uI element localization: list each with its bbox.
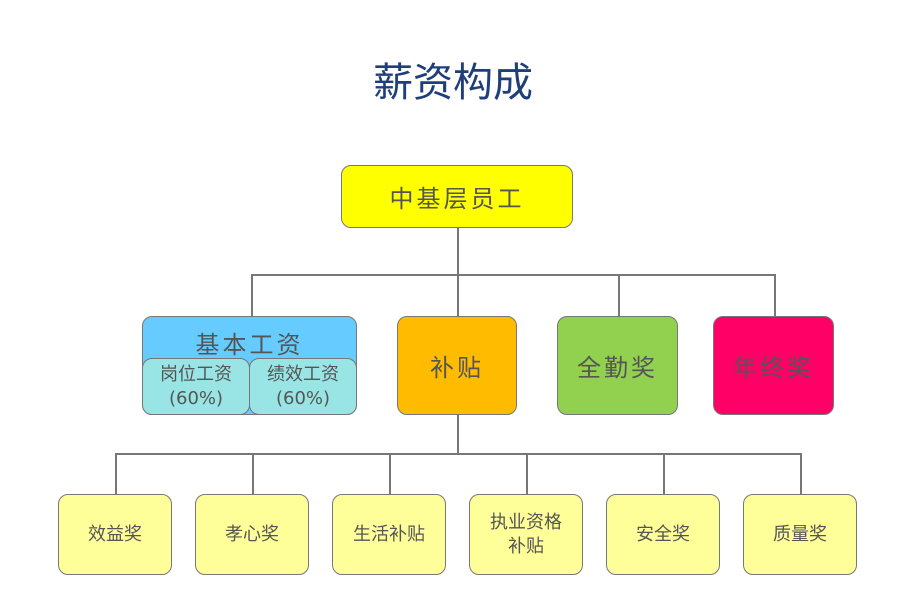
node-position-salary: 岗位工资 (60%): [142, 358, 250, 415]
page-title: 薪资构成: [373, 60, 533, 106]
node-living-subsidy: 生活补贴: [332, 494, 446, 575]
node-performance-salary: 绩效工资 (60%): [249, 358, 357, 415]
connector: [251, 274, 775, 276]
node-subsidy: 补贴: [397, 316, 517, 415]
connector: [115, 453, 117, 494]
subsidy-item-label: 孝心奖: [225, 523, 279, 545]
connector: [251, 274, 253, 316]
performance-salary-label: 绩效工资: [267, 363, 339, 385]
subsidy-item-label: 质量奖: [773, 523, 827, 545]
node-qualification-subsidy: 执业资格 补贴: [469, 494, 583, 575]
subsidy-label: 补贴: [430, 354, 484, 382]
attendance-bonus-label: 全勤奖: [577, 354, 658, 382]
node-safety-bonus: 安全奖: [606, 494, 720, 575]
subsidy-item-label: 安全奖: [636, 523, 690, 545]
connector: [457, 228, 459, 274]
node-quality-bonus: 质量奖: [743, 494, 857, 575]
node-attendance-bonus: 全勤奖: [557, 316, 678, 415]
connector: [618, 274, 620, 316]
year-end-bonus-label: 年终奖: [733, 354, 814, 382]
node-year-end-bonus: 年终奖: [713, 316, 834, 415]
connector: [800, 453, 802, 494]
subsidy-item-label: 效益奖: [88, 523, 142, 545]
subsidy-item-label: 生活补贴: [353, 523, 425, 545]
connector: [252, 453, 254, 494]
position-salary-note: (60%): [168, 387, 224, 409]
subsidy-item-label-line2: 补贴: [508, 535, 544, 557]
root-label: 中基层员工: [389, 185, 525, 213]
subsidy-item-label: 执业资格: [490, 511, 562, 533]
connector: [526, 453, 528, 494]
connector: [774, 274, 776, 316]
performance-salary-note: (60%): [275, 387, 331, 409]
connector: [457, 274, 459, 316]
connector: [115, 453, 801, 455]
connector: [389, 453, 391, 494]
node-filial-bonus: 孝心奖: [195, 494, 309, 575]
node-benefit-bonus: 效益奖: [58, 494, 172, 575]
basic-salary-label: 基本工资: [195, 331, 304, 359]
connector: [663, 453, 665, 494]
root-node: 中基层员工: [341, 165, 573, 228]
connector: [457, 415, 459, 453]
position-salary-label: 岗位工资: [160, 363, 232, 385]
